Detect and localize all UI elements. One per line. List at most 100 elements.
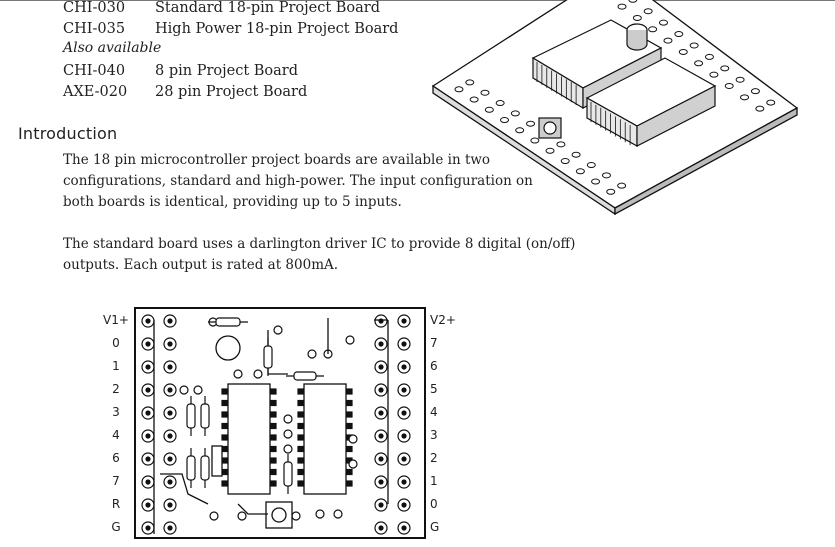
terminal-label-left: 2 — [112, 382, 120, 396]
terminal-label-right: G — [430, 520, 439, 534]
ic-pin — [297, 388, 305, 395]
product-desc: 8 pin Project Board — [155, 63, 298, 79]
via — [193, 385, 203, 395]
pad-hole — [167, 410, 173, 416]
pad — [545, 147, 555, 154]
pad-hole — [401, 502, 407, 508]
terminal-label-right: 7 — [430, 336, 438, 350]
pad-hole — [378, 410, 384, 416]
via — [237, 511, 247, 521]
pad — [591, 178, 601, 185]
pad-hole — [378, 502, 384, 508]
pad — [720, 65, 730, 72]
terminal-label-right: 0 — [430, 497, 438, 511]
top-rule — [0, 0, 835, 1]
pad-hole — [401, 364, 407, 370]
paragraph-line: outputs. Each output is rated at 800mA. — [63, 257, 339, 273]
ic-pin — [345, 422, 353, 430]
via — [307, 349, 317, 359]
pad — [674, 31, 684, 38]
ic-pin — [297, 480, 305, 487]
pad — [689, 42, 699, 49]
pad — [766, 99, 776, 106]
ic-pin — [221, 422, 229, 430]
pad — [500, 117, 510, 124]
pad — [556, 141, 566, 148]
pad-hole — [401, 456, 407, 462]
pad — [465, 79, 475, 86]
pad-hole — [401, 318, 407, 324]
pad-hole — [145, 364, 151, 370]
via — [291, 511, 301, 521]
pad-hole — [145, 456, 151, 462]
ic-pin — [221, 457, 229, 464]
ic-pin — [221, 468, 229, 476]
pad — [586, 162, 596, 169]
pad-hole — [401, 410, 407, 416]
pad-hole — [378, 341, 384, 347]
pad-hole — [145, 410, 151, 416]
ic-pin — [345, 480, 353, 487]
pad — [663, 37, 673, 44]
pad — [571, 151, 581, 158]
ic-pin — [269, 411, 277, 418]
pad — [735, 76, 745, 83]
resistor — [186, 403, 196, 429]
also-available-label: Also available — [63, 40, 162, 56]
resistor — [215, 317, 241, 327]
terminal-label-right: 6 — [430, 359, 438, 373]
terminal-label-left: 7 — [112, 474, 120, 488]
section-heading: Introduction — [18, 124, 118, 143]
resistor — [186, 455, 196, 481]
pad-hole — [401, 387, 407, 393]
terminal-label-right: 4 — [430, 405, 438, 419]
paragraph-line: both boards is identical, providing up t… — [63, 194, 402, 210]
product-desc: High Power 18-pin Project Board — [155, 21, 399, 37]
ic-pin — [269, 445, 277, 453]
pad — [575, 168, 585, 175]
ic-pin — [269, 388, 277, 395]
terminal-label-left: 6 — [112, 451, 120, 465]
ic-pin — [269, 434, 277, 441]
pad — [694, 60, 704, 67]
resistor — [293, 371, 317, 381]
pad — [658, 19, 668, 26]
pad-hole — [167, 341, 173, 347]
pad-hole — [401, 479, 407, 485]
terminal-label-left: 4 — [112, 428, 120, 442]
via — [283, 444, 293, 454]
ic-pin — [269, 480, 277, 487]
pad-hole — [401, 341, 407, 347]
via — [233, 369, 243, 379]
pad — [530, 137, 540, 144]
terminal-label-left: G — [111, 520, 120, 534]
pad — [526, 120, 536, 127]
via — [179, 385, 189, 395]
ic-pin — [221, 480, 229, 487]
pad — [740, 94, 750, 101]
paragraph-line: The standard board uses a darlington dri… — [63, 236, 576, 252]
pad — [643, 8, 653, 15]
ic-pin — [221, 445, 229, 453]
pad-hole — [378, 433, 384, 439]
ic-pin — [269, 457, 277, 464]
product-desc: 28 pin Project Board — [155, 84, 308, 100]
pad-hole — [145, 318, 151, 324]
terminal-label-left: 1 — [112, 359, 120, 373]
pad-hole — [378, 479, 384, 485]
pad — [678, 48, 688, 55]
via — [253, 369, 263, 379]
ic-pin — [269, 468, 277, 476]
via — [273, 325, 283, 335]
pad — [510, 110, 520, 117]
pad — [560, 158, 570, 165]
ic-pin — [297, 468, 305, 476]
pad-hole — [145, 341, 151, 347]
ic-pin — [345, 411, 353, 418]
ic-pin — [221, 388, 229, 395]
pad — [480, 89, 490, 96]
pad — [750, 88, 760, 95]
pad-hole — [145, 525, 151, 531]
terminal-label-left: V1+ — [103, 313, 129, 327]
